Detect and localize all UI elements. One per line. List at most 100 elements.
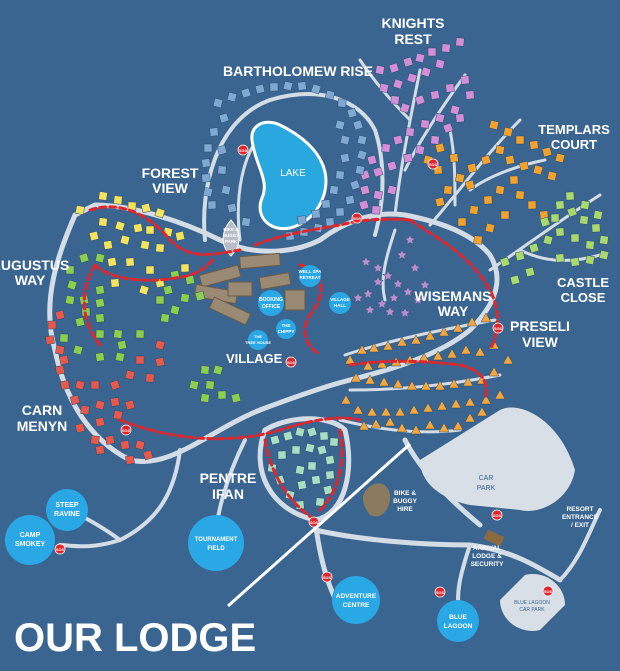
- area-wisemans-way-2: WAY: [438, 303, 469, 319]
- lodge-marker-icon: [442, 122, 454, 134]
- bike-buggy-park-label-2: BUGGY: [223, 233, 240, 238]
- lodge-marker-icon: [200, 393, 210, 403]
- lodge-marker-icon: [154, 339, 166, 351]
- lodge-marker-icon: [95, 298, 105, 308]
- lodge-marker-icon: [155, 243, 165, 253]
- lodge-marker-icon: [386, 184, 398, 196]
- lodge-marker-icon: [306, 426, 318, 438]
- lodge-marker-icon: [115, 352, 125, 362]
- lodge-marker-icon: [304, 442, 316, 454]
- lodge-marker-icon: [110, 397, 120, 407]
- sos-point-icon: SOS: [120, 424, 132, 436]
- well-spa-label-1: WELL SPA: [299, 269, 323, 274]
- resort-label-1: RESORT: [566, 506, 593, 513]
- lodge-marker-icon: [335, 170, 345, 180]
- sos-point-icon: SOS: [54, 543, 66, 555]
- tournament-label-2: FIELD: [207, 546, 225, 552]
- lodge-marker-icon: [488, 366, 500, 377]
- lodge-marker-icon: [448, 378, 460, 389]
- lodge-marker-icon: [381, 143, 391, 153]
- lodge-marker-icon: [579, 215, 589, 225]
- chippy-label-1: THE: [282, 323, 291, 328]
- lodge-marker-icon: [515, 190, 525, 200]
- lodge-marker-icon: [441, 43, 451, 53]
- sos-label: SOS: [493, 514, 501, 518]
- area-bartholomew-rise: BARTHOLOMEW RISE: [223, 63, 373, 79]
- car-park-area: [420, 407, 575, 511]
- lodge-marker-icon: [335, 207, 345, 217]
- lodge-marker-icon: [362, 360, 374, 371]
- area-forest-view-2: VIEW: [152, 180, 189, 196]
- lodge-marker-icon: [500, 210, 510, 220]
- lodge-marker-icon: [218, 112, 230, 124]
- lodge-marker-icon: [334, 119, 346, 131]
- lodge-marker-icon: [502, 126, 514, 138]
- lodge-marker-icon: [464, 412, 476, 423]
- lodge-marker-icon: [372, 261, 384, 273]
- lodge-marker-icon: [188, 379, 200, 391]
- lodge-marker-icon: [59, 333, 69, 343]
- bike-buggy-park-label-3: PARK: [225, 239, 238, 244]
- sos-point-icon: SOS: [351, 212, 363, 224]
- lodge-marker-icon: [94, 399, 106, 411]
- steep-label-1: STEEP: [56, 502, 79, 509]
- area-wisemans-way-1: WISEMANS: [415, 288, 492, 304]
- lodge-marker-icon: [449, 104, 461, 116]
- lodge-marker-icon: [502, 354, 514, 365]
- area-pentre-ifan-1: PENTRE: [200, 470, 257, 486]
- lodge-marker-icon: [402, 56, 414, 68]
- resort-label-3: / EXIT: [571, 522, 589, 529]
- lodge-marker-icon: [414, 52, 426, 64]
- area-pentre-ifan-2: IFAN: [212, 486, 244, 502]
- lodge-marker-icon: [373, 190, 383, 200]
- lodge-marker-icon: [201, 158, 211, 168]
- lodge-marker-icon: [394, 406, 406, 417]
- lodge-marker-icon: [464, 396, 476, 407]
- blue-lagoon-label-2: LAGOON: [444, 623, 473, 630]
- lodge-marker-icon: [406, 72, 418, 84]
- blue-lagoon-icon: [437, 600, 479, 642]
- lodge-marker-icon: [541, 146, 553, 158]
- lodge-marker-icon: [319, 431, 329, 441]
- area-templars-court-1: TEMPLARS: [538, 122, 610, 137]
- lodge-marker-icon: [404, 233, 416, 245]
- lodge-marker-icon: [294, 426, 306, 438]
- lodge-marker-icon: [527, 200, 537, 210]
- lodge-marker-icon: [436, 400, 448, 411]
- lodge-marker-icon: [254, 83, 266, 95]
- chippy-label-2: CHIPPY: [278, 329, 295, 334]
- lodge-cluster: [352, 233, 431, 318]
- lodge-cluster: [188, 364, 242, 404]
- lodge-marker-icon: [460, 75, 470, 85]
- lodge-marker-icon: [405, 127, 415, 137]
- lake: [250, 120, 328, 231]
- lodge-marker-icon: [480, 312, 492, 323]
- lodge-marker-icon: [449, 153, 459, 163]
- lodge-marker-icon: [450, 398, 462, 409]
- lodge-marker-icon: [145, 373, 155, 383]
- lodge-marker-icon: [114, 220, 126, 232]
- lodge-marker-icon: [480, 394, 492, 405]
- lodge-marker-icon: [585, 240, 595, 250]
- lodge-marker-icon: [124, 369, 136, 381]
- booking-label-2: OFFICE: [262, 304, 281, 310]
- lodge-marker-icon: [340, 394, 352, 405]
- lodge-marker-icon: [515, 135, 525, 145]
- lodge-marker-icon: [386, 160, 398, 172]
- lodge-marker-icon: [505, 155, 515, 165]
- lodge-marker-icon: [494, 389, 506, 400]
- lodge-marker-icon: [528, 242, 540, 254]
- lodge-marker-icon: [514, 250, 526, 262]
- lodge-marker-icon: [366, 154, 378, 166]
- lodge-marker-icon: [384, 305, 396, 317]
- lodge-marker-icon: [241, 217, 251, 227]
- camp-label-1: CAMP: [20, 532, 41, 539]
- area-carn-menyn-1: CARN: [22, 402, 62, 418]
- sos-point-icon: SOS: [321, 571, 333, 583]
- lodge-marker-icon: [94, 252, 106, 264]
- sos-label: SOS: [436, 591, 444, 595]
- booking-label-1: BOOKING: [259, 297, 283, 303]
- lodge-marker-icon: [352, 119, 364, 131]
- lodge-marker-icon: [145, 265, 155, 275]
- lodge-marker-icon: [207, 200, 217, 210]
